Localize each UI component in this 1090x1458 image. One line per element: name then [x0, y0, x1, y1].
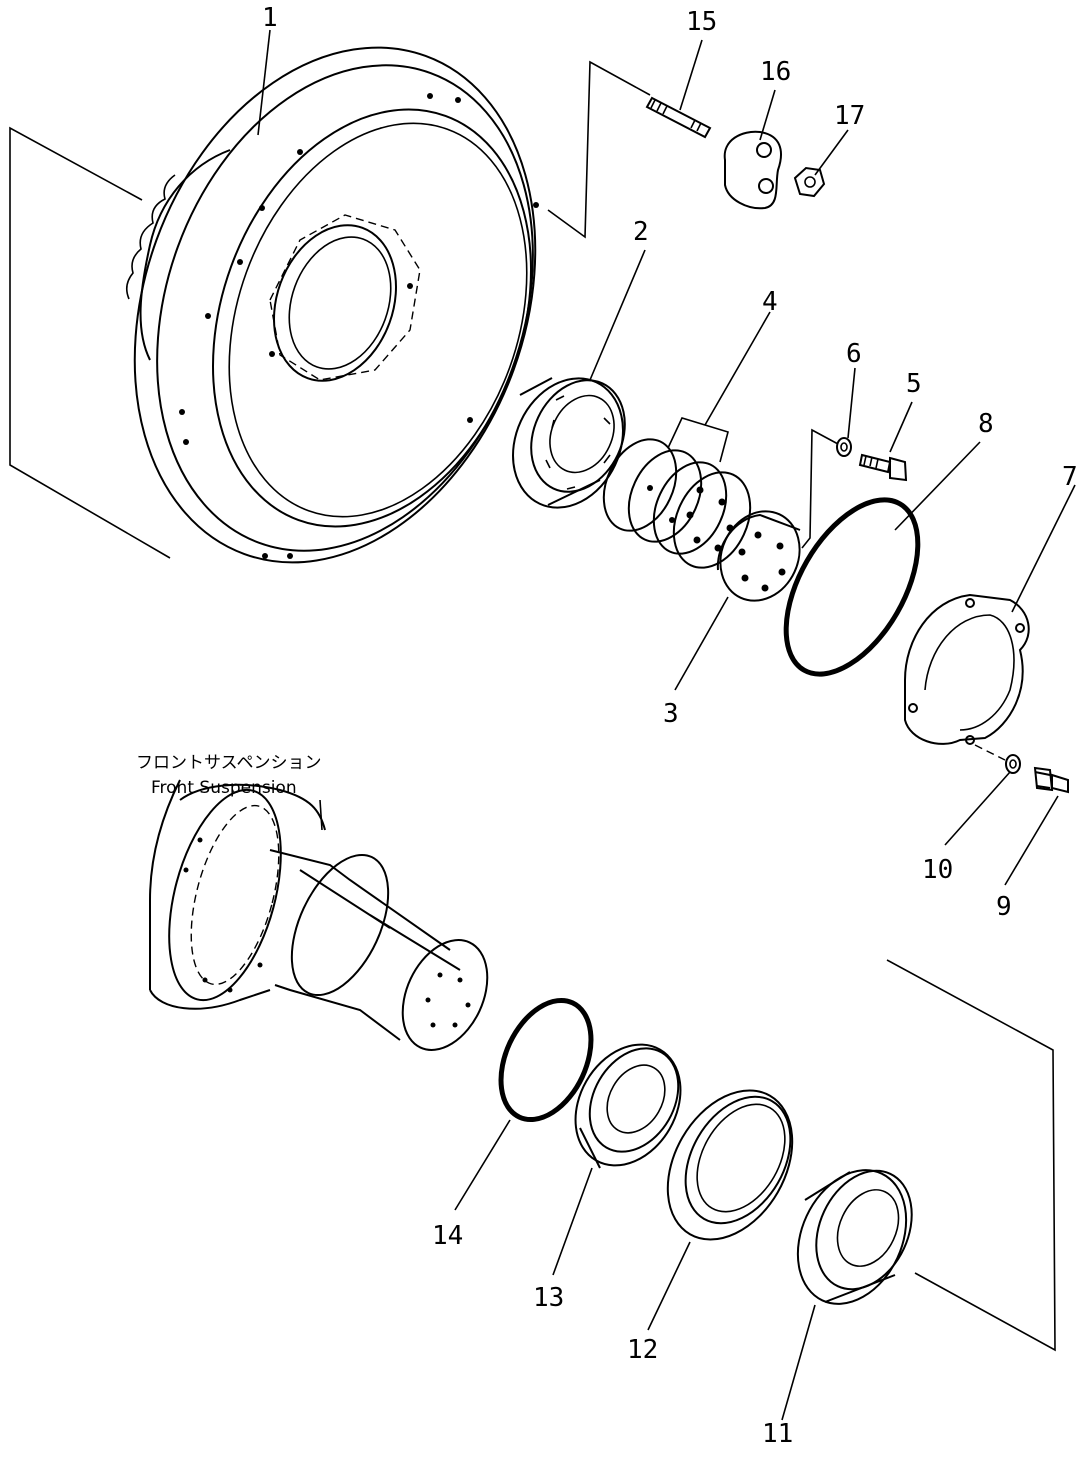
callout-9: 9	[996, 892, 1012, 922]
part-15-stud	[645, 96, 712, 139]
callout-17: 17	[834, 101, 865, 131]
part-17-nut	[793, 166, 826, 198]
callout-10: 10	[922, 855, 953, 885]
leader-lines	[257, 29, 1076, 1421]
part-2-bearing	[512, 377, 626, 509]
callout-2: 2	[633, 217, 649, 247]
part-9-bolt	[1033, 766, 1069, 794]
callout-4: 4	[762, 287, 778, 317]
part-10-washer	[974, 744, 1021, 774]
callout-labels: 1 2 3 4 5 6 7 8 9 10 11 12 13 14 15 16 1…	[262, 3, 1078, 1449]
callout-11: 11	[762, 1419, 793, 1449]
callout-13: 13	[533, 1283, 564, 1313]
part-5-bolt	[858, 453, 908, 482]
callout-14: 14	[432, 1221, 463, 1251]
part-11-bearing	[796, 1169, 913, 1305]
reference-label-en: Front Suspension	[151, 778, 297, 798]
callout-15: 15	[686, 7, 717, 37]
spindle-bolt-holes	[183, 837, 471, 1028]
part-14-o-ring	[498, 997, 594, 1123]
part-4-disc-pack	[602, 417, 752, 569]
callout-7: 7	[1062, 462, 1078, 492]
reference-label-jp: フロントサスペンション	[136, 753, 321, 773]
callout-6: 6	[846, 339, 862, 369]
part-13-seal	[574, 1043, 682, 1169]
callout-16: 16	[760, 57, 791, 87]
part-6-washer	[836, 437, 852, 457]
callout-1: 1	[262, 3, 278, 33]
part-3-retainer	[716, 428, 839, 602]
part-8-o-ring	[783, 497, 921, 677]
front-suspension-reference	[149, 779, 489, 1051]
part-1-housing	[9, 46, 651, 564]
callout-12: 12	[627, 1335, 658, 1365]
callout-5: 5	[906, 369, 922, 399]
part-16-lock-plate	[723, 130, 782, 210]
callout-3: 3	[663, 699, 679, 729]
housing-bolt-holes	[179, 93, 539, 559]
callout-8: 8	[978, 409, 994, 439]
part-7-cover	[904, 593, 1030, 745]
part-12-bearing-race	[666, 1089, 794, 1241]
